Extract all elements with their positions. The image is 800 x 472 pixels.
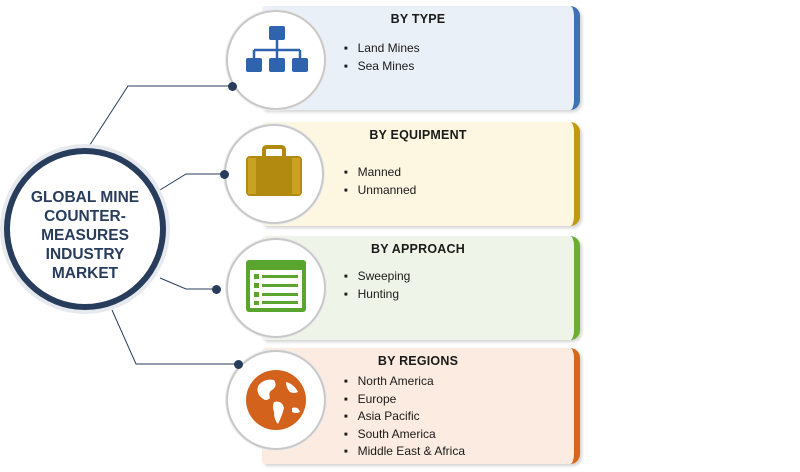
connector-dot [228, 82, 237, 91]
list-item: South America [344, 426, 465, 444]
connector-approach [159, 277, 216, 290]
list-item: Manned [344, 164, 416, 182]
connector-type [83, 85, 232, 155]
segment-items: Land MinesSea Mines [344, 40, 420, 75]
list-window-icon [226, 238, 326, 338]
hierarchy-icon [226, 10, 326, 110]
list-item: Hunting [344, 286, 410, 304]
segment-items: North AmericaEuropeAsia PacificSouth Ame… [344, 373, 465, 461]
segment-title: BY REGIONS [377, 354, 459, 368]
center-hub: GLOBAL MINE COUNTER- MEASURES INDUSTRY M… [4, 148, 166, 310]
briefcase-icon [224, 124, 324, 224]
list-item: Middle East & Africa [344, 443, 465, 461]
list-item: Asia Pacific [344, 408, 465, 426]
segment-title: BY EQUIPMENT [369, 128, 467, 142]
list-item: North America [344, 373, 465, 391]
segment-title: BY TYPE [390, 12, 446, 26]
segment-items: MannedUnmanned [344, 164, 417, 200]
list-item: Europe [344, 391, 465, 409]
connector-dot [234, 360, 243, 369]
list-item: Sweeping [344, 268, 411, 286]
connector-dot [220, 170, 229, 179]
list-item: Sea Mines [344, 58, 420, 76]
connector-regions [111, 309, 238, 365]
globe-icon [226, 350, 326, 450]
center-title: GLOBAL MINE COUNTER- MEASURES INDUSTRY M… [30, 189, 140, 282]
list-item: Land Mines [344, 40, 420, 58]
segment-items: SweepingHunting [344, 268, 411, 304]
segment-title: BY APPROACH [371, 242, 465, 256]
connector-dot [212, 285, 221, 294]
list-item: Unmanned [344, 182, 417, 200]
connector-equipment [159, 173, 224, 191]
